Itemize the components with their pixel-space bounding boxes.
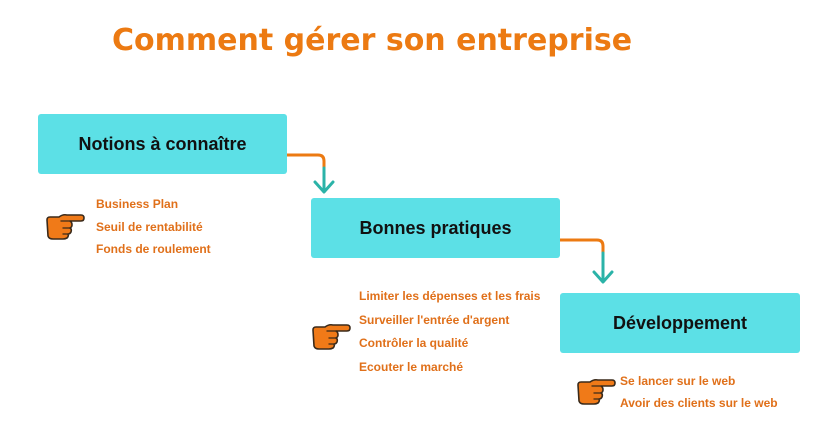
list-item: Avoir des clients sur le web bbox=[620, 395, 778, 410]
list-item: Se lancer sur le web bbox=[620, 374, 736, 388]
pointing-hand-icon bbox=[312, 323, 351, 350]
list-item: Ecouter le marché bbox=[359, 360, 464, 375]
item-list-developpement: Se lancer sur le web Avoir des clients s… bbox=[620, 371, 778, 414]
step-label: Développement bbox=[612, 312, 748, 333]
step-box-bonnes-pratiques: Bonnes pratiques bbox=[311, 198, 560, 258]
list-item: Business Plan bbox=[96, 197, 179, 211]
arrowhead-icon bbox=[313, 180, 335, 194]
list-item: Surveiller l'entrée d'argent bbox=[359, 312, 510, 327]
item-list-bonnes-pratiques: Limiter les dépenses et les frais Survei… bbox=[359, 285, 540, 380]
list-item: Limiter les dépenses et les frais bbox=[359, 289, 541, 303]
diagram-title: Comment gérer son entreprise bbox=[112, 23, 633, 58]
connector-step1-to-step2 bbox=[285, 153, 335, 194]
step-box-developpement: Développement bbox=[560, 293, 800, 353]
list-item: Fonds de roulement bbox=[96, 242, 211, 256]
step-label: Bonnes pratiques bbox=[359, 217, 512, 238]
arrowhead-icon bbox=[592, 270, 614, 284]
step-box-notions: Notions à connaître bbox=[38, 114, 287, 174]
connector-step2-to-step3 bbox=[558, 238, 614, 284]
list-item: Contrôler la qualité bbox=[359, 336, 469, 351]
step-label: Notions à connaître bbox=[78, 133, 247, 154]
item-list-notions: Business Plan Seuil de rentabilité Fonds… bbox=[96, 193, 211, 261]
pointing-hand-icon bbox=[46, 213, 85, 240]
list-item: Seuil de rentabilité bbox=[96, 219, 203, 234]
pointing-hand-icon bbox=[577, 378, 616, 405]
